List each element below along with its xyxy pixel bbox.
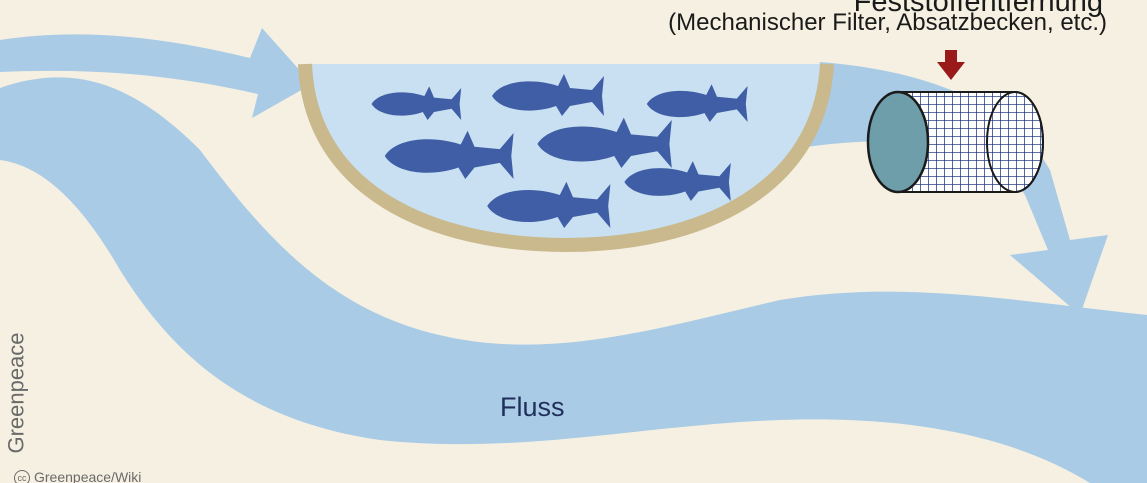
creative-commons-icon: cc xyxy=(14,470,30,483)
cylindrical-mesh-filter-icon xyxy=(868,92,1043,192)
greenpeace-side-credit: Greenpeace xyxy=(4,332,30,453)
red-down-arrow-icon xyxy=(937,50,965,80)
image-credit: cc Greenpeace/Wiki xyxy=(14,469,141,483)
river-label: Fluss xyxy=(500,392,565,423)
image-credit-text: Greenpeace/Wiki xyxy=(34,469,141,483)
solids-removal-subtitle: (Mechanischer Filter, Absatzbecken, etc.… xyxy=(668,9,1107,37)
